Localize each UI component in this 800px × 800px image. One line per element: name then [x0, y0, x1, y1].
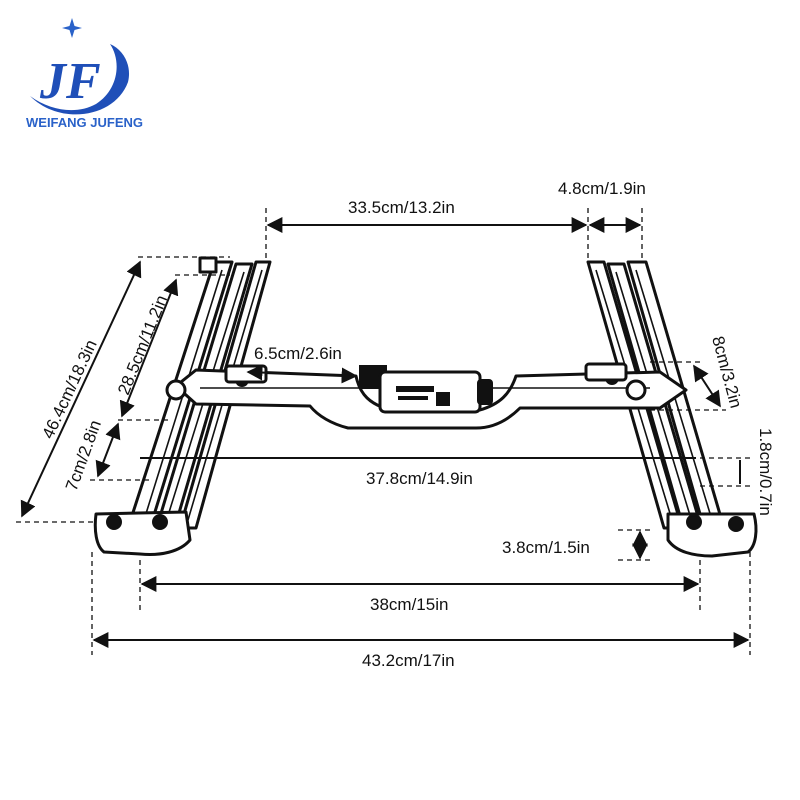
- label-bracket-height: 8cm/3.2in: [708, 334, 745, 410]
- label-foot-step: 1.8cm/0.7in: [756, 428, 775, 516]
- label-foot-height: 3.8cm/1.5in: [502, 538, 590, 557]
- label-bracket-length: 6.5cm/2.6in: [254, 344, 342, 363]
- label-rail-gap: 4.8cm/1.9in: [558, 179, 646, 198]
- dimension-lines: [16, 208, 752, 655]
- label-front-offset: 7cm/2.8in: [62, 418, 105, 494]
- motor-unit: [359, 365, 493, 414]
- label-foot-span: 38cm/15in: [370, 595, 448, 614]
- label-inner-length: 28.5cm/11.2in: [114, 293, 171, 398]
- brand-name: WEIFANG JUFENG: [26, 115, 143, 130]
- logo-swoosh: [30, 44, 130, 115]
- label-overall-width: 43.2cm/17in: [362, 651, 455, 670]
- brand-logo: JF WEIFANG JUFENG: [26, 18, 143, 130]
- star-icon: [62, 18, 82, 38]
- label-inner-width: 37.8cm/14.9in: [366, 469, 473, 488]
- logo-letters: JF: [39, 53, 101, 110]
- label-top-span: 33.5cm/13.2in: [348, 198, 455, 217]
- rail-frame-drawing: [93, 256, 758, 558]
